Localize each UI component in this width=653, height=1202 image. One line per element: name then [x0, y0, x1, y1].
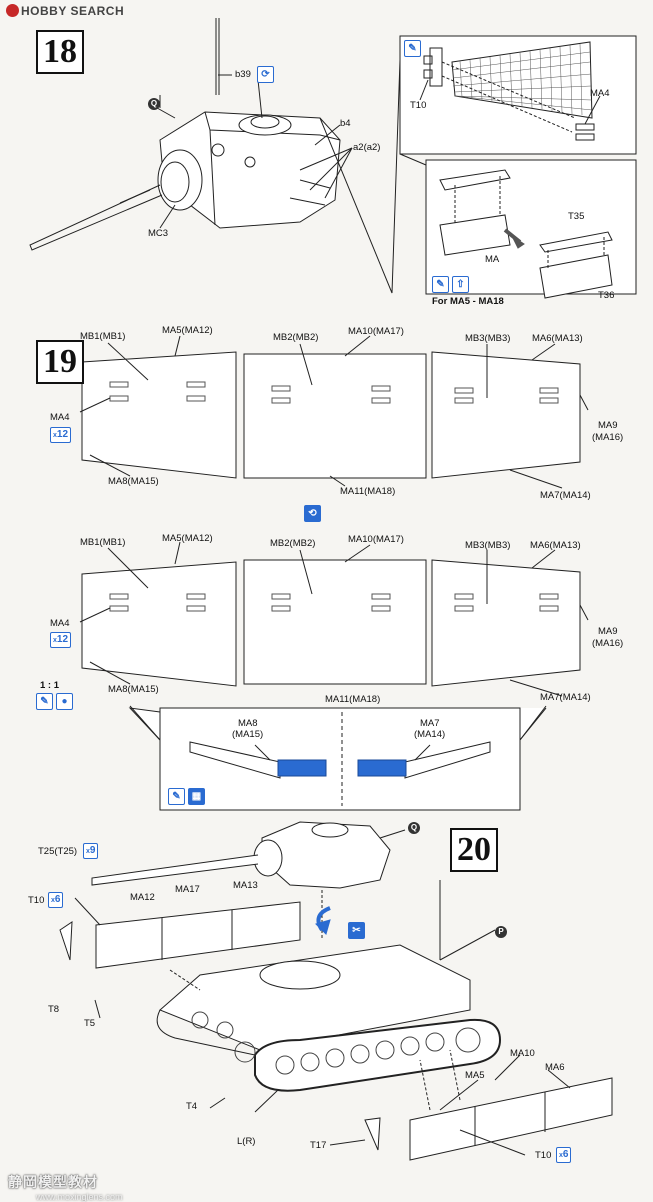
label-ma17: MA17 — [175, 884, 200, 895]
label-ma: MA — [485, 254, 500, 265]
paint-brush-icon-2: ✎ — [432, 276, 449, 293]
turret-drawing — [29, 18, 341, 251]
rotate-icon: ⟳ — [257, 66, 274, 83]
detail-ma14: (MA14) — [414, 729, 446, 740]
label-t4: T4 — [186, 1101, 198, 1112]
label-ma13: MA13 — [233, 880, 258, 891]
paint-stripes-icon: ▦ — [188, 788, 205, 805]
label-t10: T10 — [410, 100, 427, 111]
label-ma6-bottom: MA6(MA13) — [530, 540, 581, 551]
count-ma4-bottom: x12 — [50, 632, 72, 648]
label-ma12: MA12 — [130, 892, 155, 903]
label-mb2-bottom: MB2(MB2) — [270, 538, 316, 549]
label-ma7-top: MA7(MA14) — [540, 490, 591, 501]
count-ma4-top: x12 — [50, 427, 72, 443]
label-b39: b39 — [235, 69, 251, 80]
step-18-number: 18 — [36, 30, 84, 74]
label-mb3-top: MB3(MB3) — [465, 333, 511, 344]
label-ma4: MA4 — [590, 88, 610, 99]
detail-ma15: (MA15) — [232, 729, 264, 740]
label-b4: b4 — [340, 118, 351, 129]
label-t10-left: T10 — [28, 895, 45, 906]
label-ma5-top: MA5(MA12) — [162, 325, 213, 336]
glue-icon: ● — [56, 693, 73, 710]
count-value: 6 — [54, 894, 61, 905]
step-20-number: 20 — [450, 828, 498, 872]
label-ma16-top: (MA16) — [592, 432, 624, 443]
label-ma6-step20: MA6 — [545, 1062, 565, 1073]
count-value: 12 — [56, 429, 69, 440]
step-19-number: 19 — [36, 340, 84, 384]
paint-brush-icon-4: ✎ — [168, 788, 185, 805]
site-header: HOBBY SEARCH — [6, 4, 124, 18]
label-mb1-top: MB1(MB1) — [80, 331, 126, 342]
label-t25: T25(T25) — [38, 846, 78, 857]
label-ma6-top: MA6(MA13) — [532, 333, 583, 344]
label-mb3-bottom: MB3(MB3) — [465, 540, 511, 551]
marker-q-step20: Q — [408, 822, 420, 834]
label-ma9-bottom: MA9 — [598, 626, 618, 637]
detail-ma8: MA8 — [238, 718, 258, 729]
label-ma5-bottom: MA5(MA12) — [162, 533, 213, 544]
label-a2: a2(a2) — [353, 142, 381, 153]
tank-drawing — [59, 821, 613, 1161]
hobby-search-logo-icon — [6, 4, 19, 17]
label-ma11-bottom: MA11(MA18) — [325, 694, 381, 705]
count-t10-right: x6 — [556, 1147, 572, 1163]
label-ma9-top: MA9 — [598, 420, 618, 431]
label-t5: T5 — [84, 1018, 96, 1029]
paint-brush-icon: ✎ — [404, 40, 421, 57]
paint-brush-icon-3: ✎ — [36, 693, 53, 710]
watermark: 静岡模型教材 — [8, 1174, 98, 1190]
label-ma11-top: MA11(MA18) — [340, 486, 396, 497]
label-ma10-top: MA10(MA17) — [348, 326, 404, 337]
count-value: 12 — [56, 634, 69, 645]
label-lr: L(R) — [237, 1136, 256, 1147]
label-t36: T36 — [598, 290, 615, 301]
site-name: HOBBY SEARCH — [21, 4, 125, 18]
marker-q-step18: Q — [148, 98, 160, 110]
count-value: 6 — [562, 1149, 569, 1160]
marker-p: P — [495, 926, 507, 938]
swap-icon: ⇧ — [452, 276, 469, 293]
label-ma10-bottom: MA10(MA17) — [348, 534, 404, 545]
count-value: 9 — [89, 845, 96, 856]
count-t10-left: x6 — [48, 892, 64, 908]
label-ma8-bottom: MA8(MA15) — [108, 684, 159, 695]
scale-label: 1 : 1 — [40, 680, 60, 691]
label-mb2-top: MB2(MB2) — [273, 332, 319, 343]
label-mc3: MC3 — [148, 228, 169, 239]
label-t17: T17 — [310, 1140, 327, 1151]
label-ma4-top: MA4 — [50, 412, 70, 423]
label-ma7-bottom: MA7(MA14) — [540, 692, 591, 703]
label-ma5-step20: MA5 — [465, 1070, 485, 1081]
label-ma10-step20: MA10 — [510, 1048, 535, 1059]
count-t25: x9 — [83, 843, 99, 859]
label-mb1-bottom: MB1(MB1) — [80, 537, 126, 548]
scissors-icon: ✂ — [348, 922, 365, 939]
label-t8: T8 — [48, 1004, 60, 1015]
label-ma4-bottom: MA4 — [50, 618, 70, 629]
label-t10-right: T10 — [535, 1150, 552, 1161]
label-ma8-top: MA8(MA15) — [108, 476, 159, 487]
label-t35: T35 — [568, 211, 585, 222]
rotate-icon-2: ⟲ — [304, 505, 321, 522]
watermark-url: www.moxinglens.com — [36, 1192, 123, 1202]
detail-ma7: MA7 — [420, 718, 440, 729]
note-ma5-ma18: For MA5 - MA18 — [432, 296, 504, 307]
label-ma16-bottom: (MA16) — [592, 638, 624, 649]
